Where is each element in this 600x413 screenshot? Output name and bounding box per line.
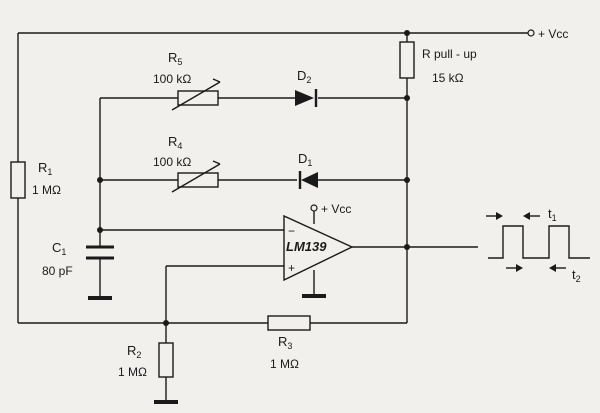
- r4-variable-resistor: R4 100 kΩ: [153, 134, 221, 193]
- junction-dot: [404, 177, 410, 183]
- resistor-icon: [158, 342, 174, 378]
- d2-diode: D2: [295, 68, 318, 107]
- arrow-head: [496, 212, 503, 220]
- r4-sub: 4: [177, 141, 182, 151]
- t2-name: t: [572, 267, 576, 282]
- c1-capacitor: C1 80 pF: [42, 240, 114, 300]
- arrow-head: [212, 78, 221, 83]
- junction-dot: [163, 320, 169, 326]
- diode-triangle-icon: [301, 172, 318, 188]
- arrow-head: [549, 264, 556, 272]
- d1-designator: D1: [298, 151, 312, 168]
- r2-value: 1 MΩ: [118, 365, 147, 379]
- ground-icon: [302, 294, 326, 298]
- diode-triangle-icon: [295, 90, 314, 106]
- arrow-head: [516, 264, 523, 272]
- junction-dot: [97, 177, 103, 183]
- d2-name: D: [297, 68, 306, 83]
- pullup-resistor: R pull - up 15 kΩ: [399, 41, 477, 85]
- d2-designator: D2: [297, 68, 311, 85]
- wires: [17, 32, 528, 400]
- r5-designator: R5: [168, 50, 182, 67]
- junction-dot: [404, 244, 410, 250]
- terminal-circle-icon: [527, 29, 535, 37]
- t1-label: t1: [548, 206, 557, 223]
- terminal-circle-icon: [310, 204, 318, 212]
- variable-arrow-icon: [171, 163, 221, 193]
- c1-sub: 1: [61, 247, 66, 257]
- pullup-name: R pull - up: [422, 47, 477, 61]
- d1-diode: D1: [298, 151, 318, 189]
- ground-icon: [154, 400, 178, 404]
- c1-name: C: [52, 240, 61, 255]
- resistor-icon: [177, 90, 219, 106]
- r3-designator: R3: [278, 334, 292, 351]
- r3-value: 1 MΩ: [270, 357, 299, 371]
- arrow-head: [212, 160, 221, 165]
- opamp-triangle-icon: [283, 214, 354, 282]
- r2-sub: 2: [136, 350, 141, 360]
- inverting-sign: −: [288, 224, 295, 238]
- junction-dot: [404, 30, 410, 36]
- r3-name: R: [278, 334, 287, 349]
- r5-value: 100 kΩ: [153, 72, 191, 86]
- resistor-icon: [399, 41, 415, 79]
- vcc-terminal: + Vcc: [527, 27, 568, 41]
- output-waveform: t1 t2: [486, 206, 590, 284]
- d1-name: D: [298, 151, 307, 166]
- lm139-comparator: − + LM139 + Vcc: [283, 202, 354, 298]
- vcc-label: + Vcc: [538, 27, 568, 41]
- r3-sub: 3: [287, 341, 292, 351]
- c1-designator: C1: [52, 240, 66, 257]
- pullup-value: 15 kΩ: [432, 71, 464, 85]
- r2-name: R: [127, 343, 136, 358]
- variable-arrow-icon: [171, 81, 221, 111]
- ground-icon: [88, 296, 112, 300]
- junction-dot: [97, 227, 103, 233]
- noninverting-sign: +: [288, 261, 295, 275]
- r5-name: R: [168, 50, 177, 65]
- r3-resistor: R3 1 MΩ: [267, 315, 311, 371]
- r5-sub: 5: [177, 57, 182, 67]
- d1-sub: 1: [307, 158, 312, 168]
- d2-sub: 2: [306, 75, 311, 85]
- r4-name: R: [168, 134, 177, 149]
- r1-sub: 1: [47, 167, 52, 177]
- c1-value: 80 pF: [42, 264, 73, 278]
- r4-value: 100 kΩ: [153, 155, 191, 169]
- arrow-head: [523, 212, 530, 220]
- square-wave-icon: [488, 225, 590, 259]
- r1-value: 1 MΩ: [32, 183, 61, 197]
- t1-sub: 1: [552, 213, 557, 223]
- r4-designator: R4: [168, 134, 182, 151]
- opamp-name: LM139: [286, 239, 327, 254]
- r2-designator: R2: [127, 343, 141, 360]
- t2-label: t2: [572, 267, 581, 284]
- resistor-icon: [177, 172, 219, 188]
- r2-resistor: R2 1 MΩ: [118, 342, 178, 404]
- r5-variable-resistor: R5 100 kΩ: [153, 50, 221, 111]
- t1-name: t: [548, 206, 552, 221]
- resistor-icon: [267, 315, 311, 331]
- resistor-icon: [10, 161, 26, 199]
- junction-dot: [404, 95, 410, 101]
- r1-designator: R1: [38, 160, 52, 177]
- opamp-vcc-label: + Vcc: [321, 202, 351, 216]
- t2-sub: 2: [576, 274, 581, 284]
- junctions: [97, 30, 410, 326]
- r1-resistor: R1 1 MΩ: [10, 160, 61, 199]
- r1-name: R: [38, 160, 47, 175]
